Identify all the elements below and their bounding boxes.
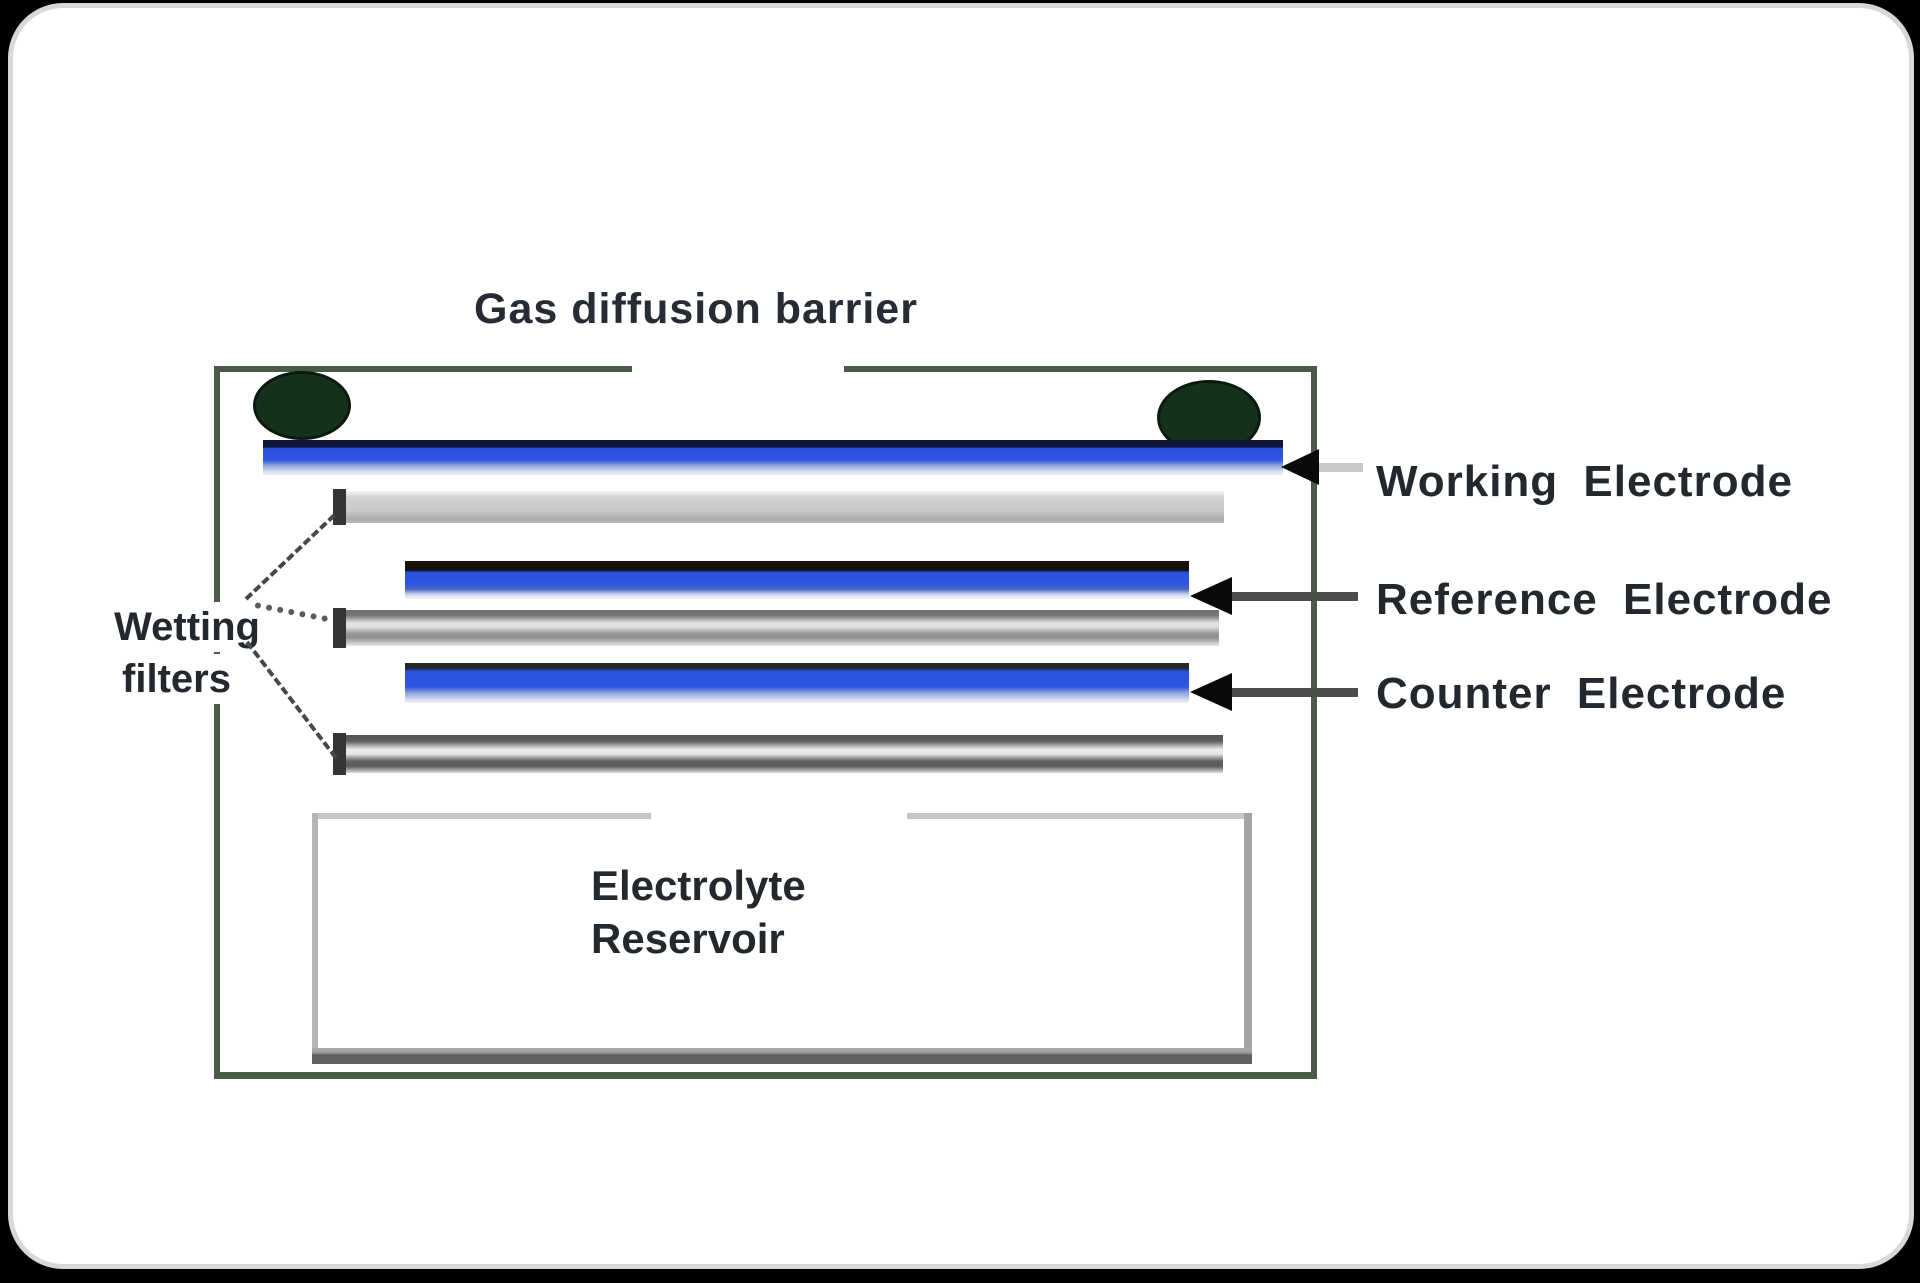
counter-electrode-bar: [405, 663, 1189, 703]
working-electrode-label: Working Electrode: [1376, 457, 1793, 506]
electrolyte-reservoir-label-line1: Electrolyte: [591, 862, 806, 909]
reservoir-bottom-border: [312, 1048, 1252, 1064]
counter-electrode-label: Counter Electrode: [1376, 669, 1787, 718]
wetting-filters-label-line2: filters: [91, 654, 262, 704]
wetting-filters-label-line1: Wetting: [91, 602, 262, 652]
working-electrode-arrow-line: [1319, 463, 1363, 472]
housing-top-border-left-segment: [214, 366, 632, 372]
reference-electrode-bar: [405, 561, 1189, 599]
wetting-filter-bar-1: [333, 489, 1224, 525]
housing-bottom-border: [214, 1072, 1317, 1079]
housing-left-border: [214, 366, 220, 1078]
diagram-title: Gas diffusion barrier: [474, 285, 918, 333]
filter-left-cap: [333, 489, 346, 525]
filter-left-cap: [333, 608, 346, 648]
housing-top-border-right-segment: [844, 366, 1317, 372]
reference-electrode-arrow-line: [1232, 592, 1358, 601]
electrolyte-reservoir-label-line2: Reservoir: [591, 915, 785, 962]
counter-electrode-arrow-line: [1232, 688, 1358, 697]
filter-left-cap: [333, 733, 346, 775]
reservoir-top-border-left-segment: [312, 813, 651, 819]
counter-electrode-arrowhead-icon: [1190, 673, 1232, 711]
slide-card: Gas diffusion barrier Electrolyte: [8, 3, 1914, 1269]
reference-electrode-arrowhead-icon: [1190, 577, 1232, 615]
reference-electrode-label: Reference Electrode: [1376, 575, 1833, 624]
wetting-filters-pointer-upper: [244, 513, 336, 601]
electrolyte-reservoir-label: Electrolyte Reservoir: [591, 859, 806, 965]
wetting-filters-pointer-middle: [254, 602, 329, 623]
reservoir-right-border: [1244, 813, 1252, 1063]
reservoir-left-border: [312, 813, 318, 1063]
wetting-filter-bar-2: [333, 608, 1219, 648]
working-electrode-bar: [263, 440, 1283, 475]
wetting-filter-bar-3: [333, 733, 1223, 775]
working-electrode-arrowhead-icon: [1281, 449, 1319, 485]
seal-oring-left: [253, 371, 351, 440]
housing-right-border: [1311, 366, 1317, 1078]
reservoir-top-border-right-segment: [907, 813, 1251, 819]
